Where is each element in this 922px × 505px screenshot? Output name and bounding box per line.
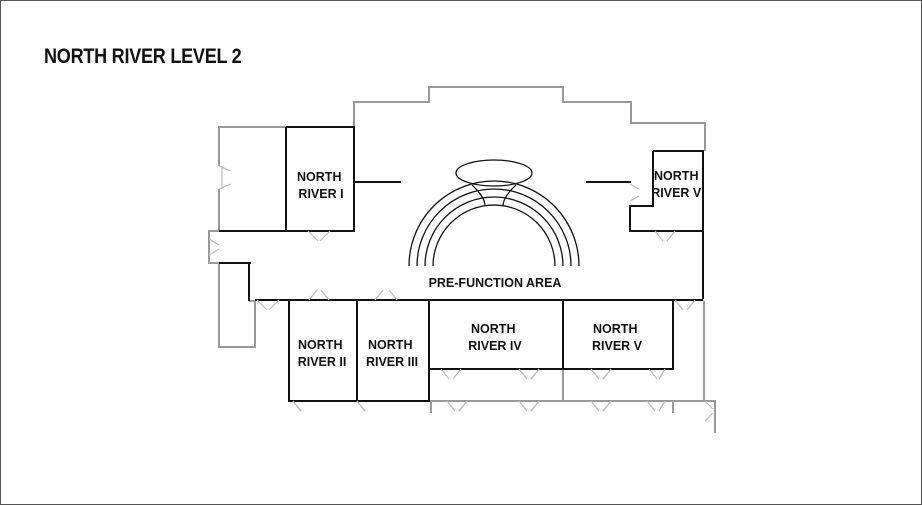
prefunction-area-label: PRE-FUNCTION AREA <box>429 276 562 290</box>
door-markers <box>208 165 714 422</box>
room-label-north-river-2: NORTH RIVER II <box>298 338 347 369</box>
room-labels: NORTH RIVER I NORTH RIVER VI NORTH RIVER… <box>297 169 705 369</box>
room-label-north-river-6: NORTH RIVER VI <box>651 169 705 200</box>
outer-walls <box>208 86 716 433</box>
room-label-north-river-5: NORTH RIVER V <box>592 322 643 353</box>
room-label-north-river-1: NORTH RIVER I <box>297 170 345 201</box>
interior-walls <box>219 126 704 402</box>
prefunction-arches <box>408 159 580 267</box>
map-title: NORTH RIVER LEVEL 2 <box>44 45 242 68</box>
room-label-north-river-4: NORTH RIVER IV <box>468 322 522 353</box>
room-label-north-river-3: NORTH RIVER III <box>366 338 418 369</box>
